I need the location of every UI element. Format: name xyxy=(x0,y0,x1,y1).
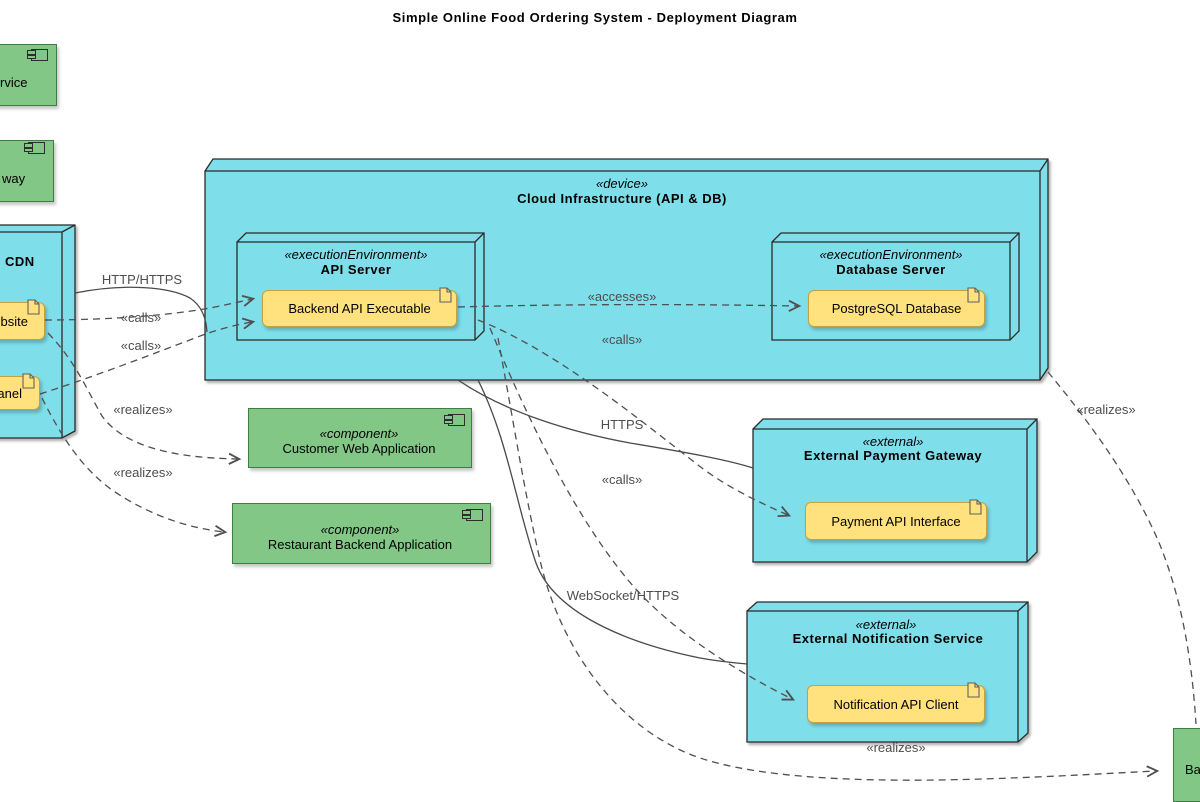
edge-realizes-bottom xyxy=(497,337,1160,781)
api-server-stereotype: «executionEnvironment» xyxy=(284,247,428,262)
edge-label-realizes-3: «realizes» xyxy=(1076,402,1136,417)
customer-web-app-stereotype: «component» xyxy=(319,426,399,441)
notification-service-stereotype: «external» xyxy=(855,617,917,632)
component-icon xyxy=(462,509,483,521)
db-server-name: Database Server xyxy=(836,262,946,277)
artifact-backend-label: Backend API Executable xyxy=(288,301,431,316)
edge-label-realizes-4: «realizes» xyxy=(866,740,926,755)
edge-https xyxy=(457,379,754,469)
payment-gateway-stereotype: «external» xyxy=(862,434,924,449)
artifact-notification-label: Notification API Client xyxy=(833,696,959,712)
artifact-panel: anel xyxy=(0,373,40,410)
restaurant-backend-app-name: Restaurant Backend Application xyxy=(267,537,453,552)
edge-label-realizes-2: «realizes» xyxy=(113,465,173,480)
edge-realizes-restaurant xyxy=(41,397,228,537)
edge-calls-notification xyxy=(489,327,795,701)
partial-backend-label: Ba xyxy=(1185,762,1200,777)
partial-gateway-label: way xyxy=(2,171,26,186)
document-icon xyxy=(27,299,40,315)
document-icon xyxy=(22,373,35,389)
component-customer-web-application xyxy=(248,408,472,468)
edge-http-https xyxy=(74,286,208,333)
edge-label-accesses: «accesses» xyxy=(587,289,657,304)
edge-label-calls-2: «calls» xyxy=(120,338,162,353)
page-title: Simple Online Food Ordering System - Dep… xyxy=(392,10,798,25)
notification-service-name: External Notification Service xyxy=(792,631,984,646)
artifact-postgresql-label: PostgreSQL Database xyxy=(831,301,962,316)
artifact-website: bsite xyxy=(0,299,45,340)
partial-service-label: rvice xyxy=(0,75,28,90)
edge-calls-website-backend xyxy=(44,295,256,321)
artifact-website-label: bsite xyxy=(0,313,28,329)
edge-websocket-https xyxy=(477,379,748,665)
edge-label-websocket-https: WebSocket/HTTPS xyxy=(566,588,680,603)
edge-label-calls-4: «calls» xyxy=(601,472,643,487)
document-icon xyxy=(969,499,982,515)
edge-realizes-right xyxy=(1047,371,1197,725)
edge-label-https: HTTPS xyxy=(600,417,644,432)
document-icon xyxy=(967,682,980,698)
edge-accesses-db xyxy=(457,299,802,312)
edge-label-http-https: HTTP/HTTPS xyxy=(101,272,183,287)
component-restaurant-backend-application xyxy=(232,503,491,564)
edge-label-realizes-1: «realizes» xyxy=(113,402,173,417)
api-server-name: API Server xyxy=(320,262,392,277)
payment-gateway-name: External Payment Gateway xyxy=(803,448,983,463)
cloud-stereotype: «device» xyxy=(595,176,649,191)
customer-web-app-name: Customer Web Application xyxy=(282,441,436,456)
document-icon xyxy=(967,287,980,303)
artifact-notification-api-client: Notification API Client xyxy=(807,682,985,723)
document-icon xyxy=(439,287,452,303)
edge-label-calls-3: «calls» xyxy=(601,332,643,347)
component-icon xyxy=(24,142,45,154)
edge-calls-payment xyxy=(477,319,792,518)
db-server-stereotype: «executionEnvironment» xyxy=(819,247,963,262)
edge-realizes-customer xyxy=(47,332,242,465)
artifact-payment-label: Payment API Interface xyxy=(831,513,961,529)
cdn-title: CDN xyxy=(5,254,35,269)
component-icon xyxy=(444,414,465,426)
artifact-backend-api-executable: Backend API Executable xyxy=(262,287,457,327)
edge-label-calls-1: «calls» xyxy=(120,310,162,325)
edge-calls-panel-backend xyxy=(39,317,256,395)
restaurant-backend-app-stereotype: «component» xyxy=(320,522,400,537)
artifact-panel-label: anel xyxy=(0,385,22,401)
artifact-postgresql-database: PostgreSQL Database xyxy=(808,287,985,327)
component-icon xyxy=(27,49,48,61)
partial-component-backend xyxy=(1173,728,1200,802)
cloud-name: Cloud Infrastructure (API & DB) xyxy=(517,191,727,206)
artifact-payment-api-interface: Payment API Interface xyxy=(805,499,987,540)
